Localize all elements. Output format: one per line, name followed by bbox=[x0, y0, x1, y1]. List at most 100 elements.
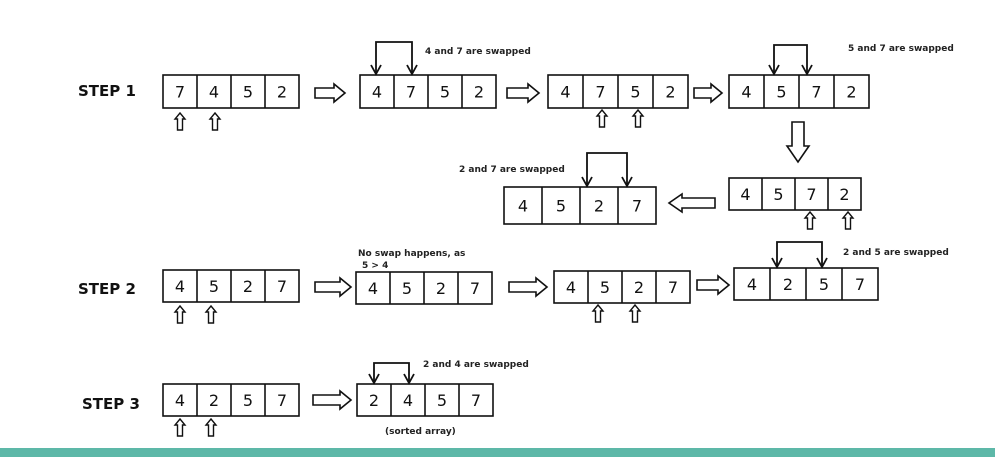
compare-pointer bbox=[204, 417, 218, 437]
compare-pointer bbox=[173, 304, 187, 324]
flow-arrow bbox=[693, 82, 724, 104]
swap-arrowhead bbox=[768, 64, 780, 76]
swap-arrowhead bbox=[370, 64, 382, 76]
array-cell-value: 2 bbox=[665, 83, 675, 102]
array-cell-value: 7 bbox=[406, 83, 416, 102]
array-cell-value: 7 bbox=[855, 275, 865, 294]
compare-pointer bbox=[803, 210, 817, 230]
array-cell-value: 2 bbox=[436, 279, 446, 298]
swap-arrowhead bbox=[406, 64, 418, 76]
array-cell-value: 5 bbox=[437, 391, 447, 410]
swap-arrowhead bbox=[368, 373, 380, 385]
array-cell-value: 5 bbox=[209, 277, 219, 296]
array-cell-value: 2 bbox=[209, 391, 219, 410]
annotation-text: 5 and 7 are swapped bbox=[848, 44, 954, 54]
annotation-text: (sorted array) bbox=[385, 427, 456, 437]
array-row: 4 5 2 7 bbox=[553, 270, 691, 304]
swap-bracket bbox=[768, 44, 813, 76]
swap-bracket-line bbox=[773, 44, 808, 73]
swap-bracket bbox=[581, 152, 633, 188]
annotation-text: 2 and 7 are swapped bbox=[459, 165, 565, 175]
flow-arrow bbox=[696, 274, 731, 296]
compare-pointer bbox=[208, 111, 222, 131]
array-cell-value: 7 bbox=[175, 83, 185, 102]
array-cell-value: 2 bbox=[277, 83, 287, 102]
array-cell-value: 4 bbox=[566, 278, 576, 297]
flow-arrow bbox=[314, 82, 347, 104]
array-cell-value: 7 bbox=[668, 278, 678, 297]
array-cell-value: 4 bbox=[560, 83, 570, 102]
annotation-text: No swap happens, as bbox=[358, 249, 465, 259]
array-cell-value: 5 bbox=[773, 185, 783, 204]
array-cell-value: 5 bbox=[556, 197, 566, 216]
flow-arrow bbox=[506, 82, 541, 104]
array-row: 2 4 5 7 bbox=[356, 383, 494, 417]
compare-pointer bbox=[591, 303, 605, 323]
array-cell-value: 7 bbox=[595, 83, 605, 102]
swap-bracket-line bbox=[373, 362, 410, 382]
array-cell-value: 7 bbox=[811, 83, 821, 102]
swap-arrowhead bbox=[771, 257, 783, 269]
swap-arrowhead bbox=[621, 176, 633, 188]
array-row: 4 5 2 7 bbox=[503, 186, 657, 225]
array-cell-value: 7 bbox=[277, 391, 287, 410]
step-label: STEP 3 bbox=[82, 395, 140, 413]
array-cell-value: 5 bbox=[776, 83, 786, 102]
array-cell-value: 7 bbox=[806, 185, 816, 204]
array-cell-value: 5 bbox=[819, 275, 829, 294]
array-cell-value: 5 bbox=[243, 391, 253, 410]
swap-bracket-line bbox=[776, 241, 823, 266]
annotation-text: 2 and 4 are swapped bbox=[423, 360, 529, 370]
array-row: 4 5 7 2 bbox=[728, 177, 862, 211]
swap-arrowhead bbox=[816, 257, 828, 269]
array-cell-value: 5 bbox=[243, 83, 253, 102]
array-cell-value: 4 bbox=[175, 277, 185, 296]
compare-pointer bbox=[841, 210, 855, 230]
swap-bracket-line bbox=[375, 41, 413, 73]
compare-pointer bbox=[173, 111, 187, 131]
array-cell-value: 4 bbox=[403, 391, 413, 410]
flow-arrow bbox=[785, 121, 811, 164]
array-cell-value: 4 bbox=[175, 391, 185, 410]
array-cell-value: 7 bbox=[471, 391, 481, 410]
step-label: STEP 1 bbox=[78, 82, 136, 100]
annotation-text: 2 and 5 are swapped bbox=[843, 248, 949, 258]
array-cell-value: 2 bbox=[594, 197, 604, 216]
array-cell-value: 4 bbox=[209, 83, 219, 102]
array-row: 4 2 5 7 bbox=[162, 383, 300, 417]
array-cell-value: 5 bbox=[402, 279, 412, 298]
swap-bracket-line bbox=[586, 152, 628, 185]
swap-arrowhead bbox=[581, 176, 593, 188]
array-cell-value: 5 bbox=[440, 83, 450, 102]
swap-bracket bbox=[370, 41, 418, 76]
array-cell-value: 4 bbox=[518, 197, 528, 216]
compare-pointer bbox=[595, 108, 609, 128]
array-cell-value: 4 bbox=[740, 185, 750, 204]
array-cell-value: 2 bbox=[369, 391, 379, 410]
array-cell-value: 2 bbox=[839, 185, 849, 204]
array-cell-value: 7 bbox=[277, 277, 287, 296]
array-cell-value: 4 bbox=[741, 83, 751, 102]
flow-arrow bbox=[508, 276, 549, 298]
array-cell-value: 2 bbox=[243, 277, 253, 296]
compare-pointer bbox=[631, 108, 645, 128]
array-row: 7 4 5 2 bbox=[162, 74, 300, 109]
array-cell-value: 2 bbox=[634, 278, 644, 297]
swap-arrowhead bbox=[403, 373, 415, 385]
compare-pointer bbox=[173, 417, 187, 437]
swap-bracket bbox=[368, 362, 415, 385]
top-strip bbox=[0, 0, 995, 4]
annotation-text: 4 and 7 are swapped bbox=[425, 47, 531, 57]
flow-arrow bbox=[312, 389, 353, 411]
array-cell-value: 5 bbox=[600, 278, 610, 297]
annotation-text: 5 > 4 bbox=[362, 261, 388, 271]
array-cell-value: 7 bbox=[632, 197, 642, 216]
swap-arrowhead bbox=[801, 64, 813, 76]
array-cell-value: 4 bbox=[372, 83, 382, 102]
